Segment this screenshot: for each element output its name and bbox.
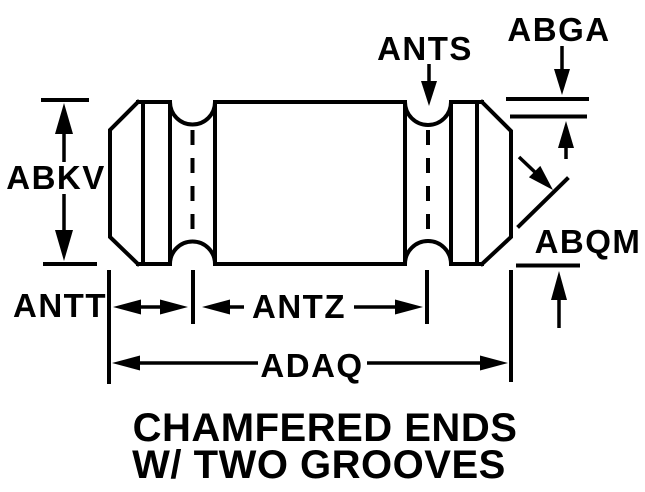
pin-left-end <box>108 99 141 267</box>
abga-arrow-up-icon <box>558 121 574 148</box>
label-abkv: ABKV <box>6 159 106 196</box>
label-abqm: ABQM <box>535 223 642 260</box>
abkv-ticks <box>41 98 97 266</box>
dimension-antt: ANTT <box>13 270 195 384</box>
adaq-arrow-right-icon <box>480 355 508 371</box>
groove-left <box>167 99 218 267</box>
label-antt: ANTT <box>13 287 107 324</box>
groove-centerlines <box>190 130 430 243</box>
antt-arrow-right-icon <box>160 299 188 315</box>
pin-vertical-edges <box>141 100 479 266</box>
dimension-abga: ABGA <box>506 11 610 159</box>
abkv-arrow-up-icon <box>55 103 73 134</box>
pin-outline <box>108 99 513 267</box>
dimension-abqm: ABQM <box>516 155 642 328</box>
label-ants: ANTS <box>377 30 473 67</box>
dimension-antz: ANTZ <box>202 270 429 325</box>
abqm-leader-arrow-icon <box>528 165 553 190</box>
pin-top-bottom-edges <box>136 100 484 266</box>
caption-line-1: CHAMFERED ENDS <box>133 406 518 450</box>
label-antz: ANTZ <box>252 288 346 325</box>
abkv-arrow-down-icon <box>55 230 73 261</box>
abga-extension-lines <box>506 97 589 119</box>
dimension-ants: ANTS <box>377 30 473 106</box>
antt-arrow-left-icon <box>113 299 141 315</box>
dimension-adaq: ADAQ <box>112 270 513 384</box>
ants-arrow-down-icon <box>421 81 437 106</box>
caption-line-2: W/ TWO GROOVES <box>132 443 506 487</box>
abga-arrow-down-icon <box>554 69 570 95</box>
caption: CHAMFERED ENDS W/ TWO GROOVES <box>132 406 517 487</box>
adaq-arrow-left-icon <box>112 355 140 371</box>
antz-arrow-right-icon <box>395 299 423 315</box>
abqm-arrow-up-icon <box>551 271 567 300</box>
pin-right-end <box>479 99 513 267</box>
label-adaq: ADAQ <box>260 347 363 384</box>
label-abga: ABGA <box>507 11 610 48</box>
abqm-angle-line <box>516 176 570 229</box>
groove-right <box>402 99 454 267</box>
dimension-abkv: ABKV <box>6 98 106 266</box>
antz-arrow-left-icon <box>202 299 230 315</box>
